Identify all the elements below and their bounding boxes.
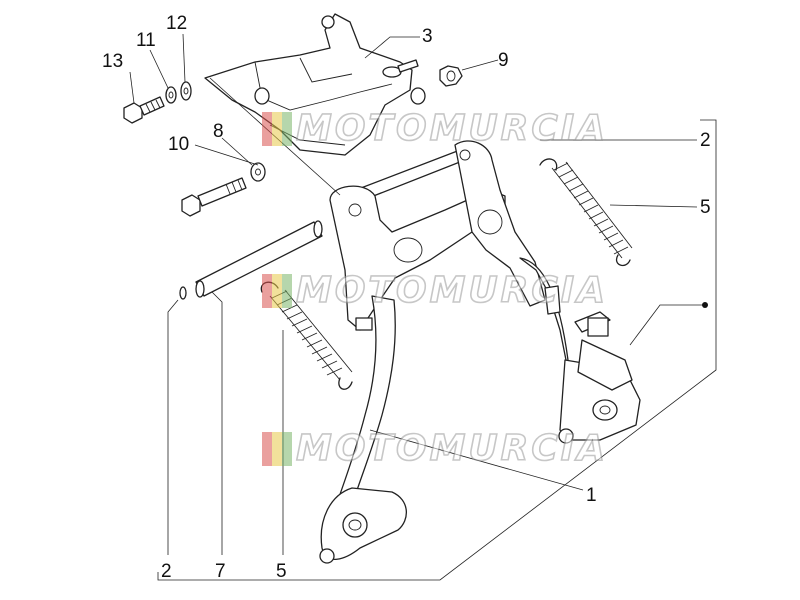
callout-8: 8 bbox=[213, 121, 224, 142]
flag-stripe-yellow bbox=[272, 274, 282, 308]
callout-12: 12 bbox=[166, 13, 187, 34]
circlip-2 bbox=[179, 286, 187, 300]
watermark-text: MOTOMURCIA bbox=[295, 108, 609, 149]
watermark-text: MOTOMURCIA bbox=[295, 270, 609, 311]
watermark-middle: MOTOMURCIA bbox=[262, 270, 609, 311]
callout-5-right: 5 bbox=[700, 197, 711, 218]
watermark-flag-icon bbox=[262, 112, 292, 146]
washer-12-hole bbox=[183, 87, 189, 95]
flag-stripe-red bbox=[262, 112, 272, 146]
flag-stripe-green bbox=[282, 432, 292, 466]
flag-stripe-green bbox=[282, 112, 292, 146]
callout-13: 13 bbox=[102, 51, 123, 72]
watermark-flag-icon bbox=[262, 274, 292, 308]
bolt-13 bbox=[123, 96, 165, 124]
watermark-bottom: MOTOMURCIA bbox=[262, 428, 609, 469]
callout-2-right: 2 bbox=[700, 130, 711, 151]
engine-mount-bracket bbox=[204, 13, 426, 156]
flag-stripe-green bbox=[282, 274, 292, 308]
callout-3: 3 bbox=[422, 26, 433, 47]
pivot-pin-7 bbox=[195, 220, 323, 298]
callout-2-bottom: 2 bbox=[161, 561, 172, 582]
watermark-flag-icon bbox=[262, 432, 292, 466]
bolt-10 bbox=[181, 177, 247, 217]
nut-9 bbox=[439, 65, 463, 87]
callout-9: 9 bbox=[498, 50, 509, 71]
centre-stand bbox=[319, 140, 641, 564]
watermark-top: MOTOMURCIA bbox=[262, 108, 609, 149]
washer-11 bbox=[165, 86, 177, 104]
spring-5-right bbox=[539, 158, 633, 267]
flag-stripe-yellow bbox=[272, 112, 282, 146]
flag-stripe-red bbox=[262, 432, 272, 466]
callout-7: 7 bbox=[215, 561, 226, 582]
flag-stripe-yellow bbox=[272, 432, 282, 466]
washer-12 bbox=[180, 81, 192, 101]
washer-8-hole bbox=[255, 168, 261, 176]
callout-1: 1 bbox=[586, 485, 597, 506]
callout-11: 11 bbox=[136, 30, 156, 51]
flag-stripe-red bbox=[262, 274, 272, 308]
leader-dot bbox=[702, 302, 708, 308]
washer-11-hole bbox=[168, 91, 174, 99]
washer-8 bbox=[250, 162, 266, 182]
callout-5-bottom: 5 bbox=[276, 561, 287, 582]
leader-lines bbox=[129, 33, 717, 581]
callout-10: 10 bbox=[168, 134, 189, 155]
watermark-text: MOTOMURCIA bbox=[295, 428, 609, 469]
